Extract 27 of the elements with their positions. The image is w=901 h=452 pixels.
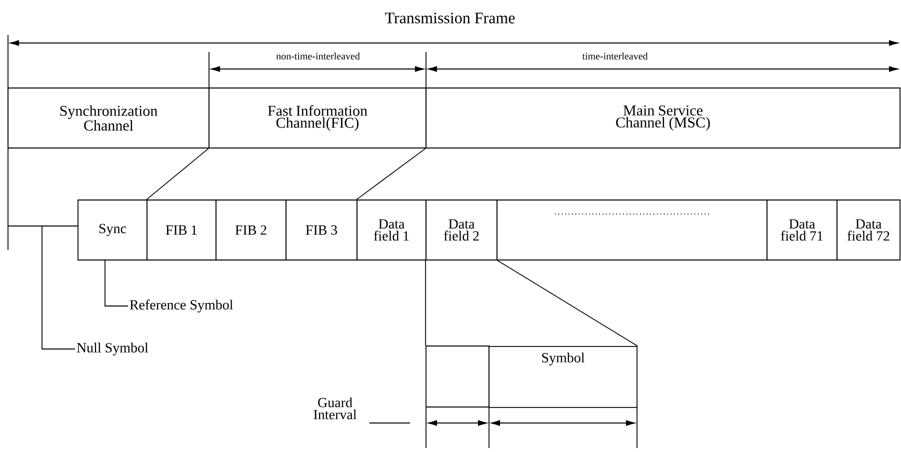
dimension-label: time-interleaved — [581, 51, 649, 61]
channel-box: Main Service Channel (MSC) — [426, 88, 900, 148]
leader-line — [42, 226, 76, 350]
field-cell: Data field 1 — [356, 200, 426, 260]
expansion-line — [497, 260, 638, 346]
empty-cell — [426, 346, 490, 408]
dimension-label: non-time-interleaved — [275, 51, 361, 61]
channel-box: Fast Information Channel(FIC) — [208, 88, 426, 148]
text-label: Guard Interval — [314, 397, 356, 420]
field-cell: Data field 2 — [426, 200, 498, 260]
leader-line — [369, 422, 410, 424]
expansion-line — [146, 148, 209, 200]
dimension-label: Transmission Frame — [384, 12, 516, 24]
field-cell: Data field 71 — [766, 200, 838, 260]
expansion-line — [356, 148, 426, 200]
field-cell: FIB 2 — [216, 200, 286, 260]
channel-box: Synchronization Channel — [8, 88, 210, 148]
field-cell: Data field 72 — [836, 200, 900, 260]
field-cell: Symbol — [488, 346, 638, 408]
text-label: Null Symbol — [76, 342, 148, 356]
text-label: Reference Symbol — [130, 300, 233, 312]
field-cell: FIB 3 — [286, 200, 358, 260]
field-cell: FIB 1 — [146, 200, 216, 260]
empty-cell — [496, 200, 768, 260]
expansion-line — [425, 260, 426, 346]
leader-line — [104, 260, 128, 306]
field-cell: Sync — [78, 200, 148, 260]
